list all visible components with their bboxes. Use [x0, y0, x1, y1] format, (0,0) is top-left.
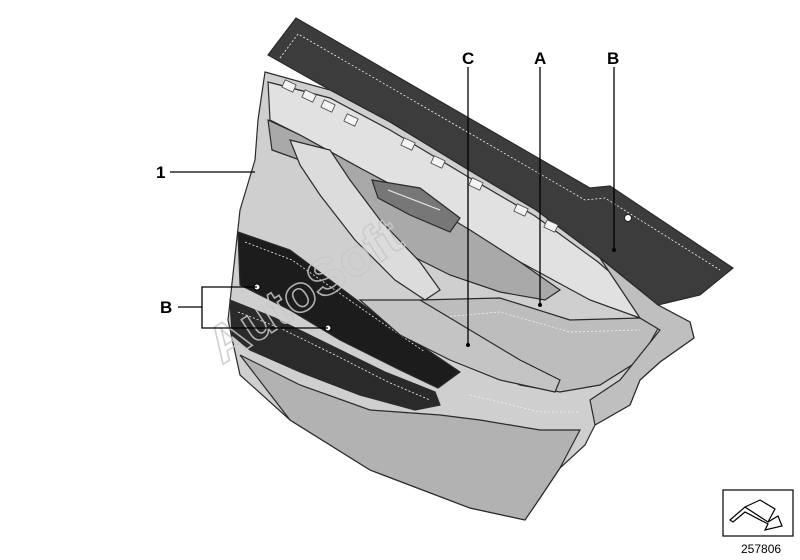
leader-dot-c — [466, 343, 470, 347]
nav-icon-frame — [722, 489, 794, 537]
trim-insert — [358, 299, 561, 393]
reference-number: 257806 — [741, 542, 781, 556]
door-opener — [371, 179, 461, 233]
door-trim-panel — [227, 17, 735, 521]
leader-dot-a — [538, 303, 542, 307]
callout-a: A — [534, 49, 546, 68]
leader-dot-b-top — [612, 248, 616, 252]
diagram-nav-icon[interactable] — [722, 489, 794, 537]
callout-1: 1 — [156, 163, 165, 182]
lower-trim-black — [237, 231, 462, 389]
lower-skirt — [239, 354, 581, 521]
rear-edge — [589, 257, 695, 426]
callout-c: C — [462, 49, 474, 68]
leader-lines — [170, 67, 615, 345]
mounting-hole — [624, 214, 632, 222]
leader-b-left-lower — [201, 307, 328, 329]
pull-handle — [289, 139, 441, 301]
leader-b-left — [178, 286, 257, 308]
arrow-icon — [729, 506, 783, 531]
callout-b-top: B — [607, 49, 619, 68]
callout-b-left: B — [160, 298, 172, 317]
switch-row — [281, 79, 559, 233]
